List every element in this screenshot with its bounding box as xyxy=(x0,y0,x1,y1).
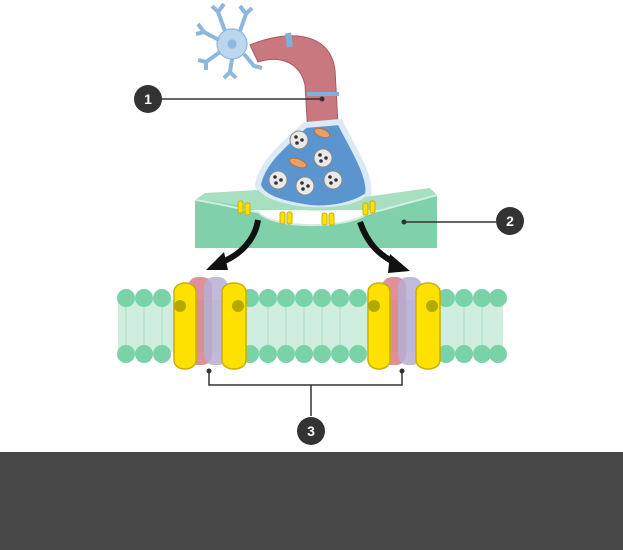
callout-number: 2 xyxy=(506,213,514,229)
bottom-bar xyxy=(0,452,623,550)
arrow-icon xyxy=(220,219,261,265)
axon-node xyxy=(285,32,293,48)
callout-2[interactable]: 2 xyxy=(401,207,525,235)
receptor-icon xyxy=(237,200,376,226)
axon xyxy=(249,35,339,136)
callout-number: 1 xyxy=(144,91,152,107)
presynaptic-terminal xyxy=(254,118,372,212)
postsynaptic-block-top xyxy=(195,188,437,210)
callout-3[interactable]: 3 xyxy=(206,368,405,446)
receptor-channel-right xyxy=(367,277,441,370)
axon-node xyxy=(307,92,339,96)
neuron-icon xyxy=(195,2,263,80)
synaptic-vesicle-icon xyxy=(268,130,343,196)
mitochondria-icon xyxy=(288,127,331,169)
synapse-diagram: 1 2 3 xyxy=(117,2,525,446)
receptor-channel-left xyxy=(173,277,247,370)
callout-1[interactable]: 1 xyxy=(134,85,325,113)
callout-number: 3 xyxy=(307,423,315,439)
